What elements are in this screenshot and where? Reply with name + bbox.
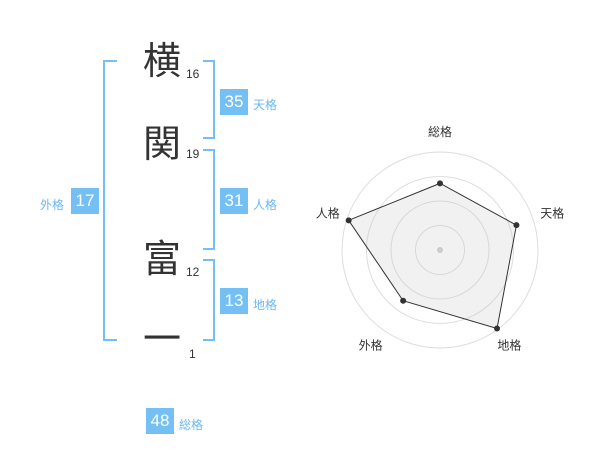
- gaikaku-label: 外格: [40, 198, 65, 212]
- radar-point: [345, 217, 352, 224]
- radar-point: [400, 297, 407, 304]
- jinkaku-value: 31: [220, 188, 248, 214]
- radar-center: [437, 247, 443, 253]
- name-char-3: 富: [143, 237, 182, 281]
- tenkaku-bracket: [203, 60, 215, 139]
- gaikaku-bracket: [103, 60, 117, 341]
- name-char-4: 一: [143, 317, 182, 361]
- gaikaku-value: 17: [71, 188, 99, 214]
- radar-ring: [415, 225, 465, 275]
- radar-ring: [341, 151, 539, 349]
- radar-ring: [390, 200, 490, 300]
- radar-series-area: [347, 182, 517, 330]
- stroke-count-4: 1: [189, 347, 196, 361]
- chikaku-label: 地格: [253, 298, 278, 312]
- tenkaku-label: 天格: [253, 98, 278, 112]
- jinkaku-bracket: [203, 149, 215, 250]
- name-char-2: 関: [143, 122, 182, 166]
- radar-axis-label: 天格: [540, 206, 564, 221]
- radar-point: [437, 180, 443, 187]
- name-char-1: 横: [143, 39, 182, 83]
- jinkaku-label: 人格: [253, 198, 278, 212]
- radar-axis-label: 外格: [359, 337, 383, 352]
- soukaku-label: 総格: [179, 418, 204, 432]
- stroke-count-2: 19: [186, 147, 200, 161]
- chikaku-bracket: [203, 259, 215, 341]
- radar-axis-label: 人格: [316, 206, 340, 221]
- radar-point: [513, 222, 520, 229]
- radar-axis-label: 地格: [497, 337, 521, 352]
- stroke-count-1: 16: [186, 67, 200, 81]
- stroke-count-3: 12: [186, 265, 200, 279]
- radar-point: [494, 325, 501, 332]
- chikaku-value: 13: [220, 288, 248, 314]
- soukaku-value: 48: [146, 408, 174, 434]
- tenkaku-value: 35: [220, 89, 248, 115]
- radar-ring: [366, 176, 514, 324]
- radar-axis-label: 総格: [428, 124, 452, 139]
